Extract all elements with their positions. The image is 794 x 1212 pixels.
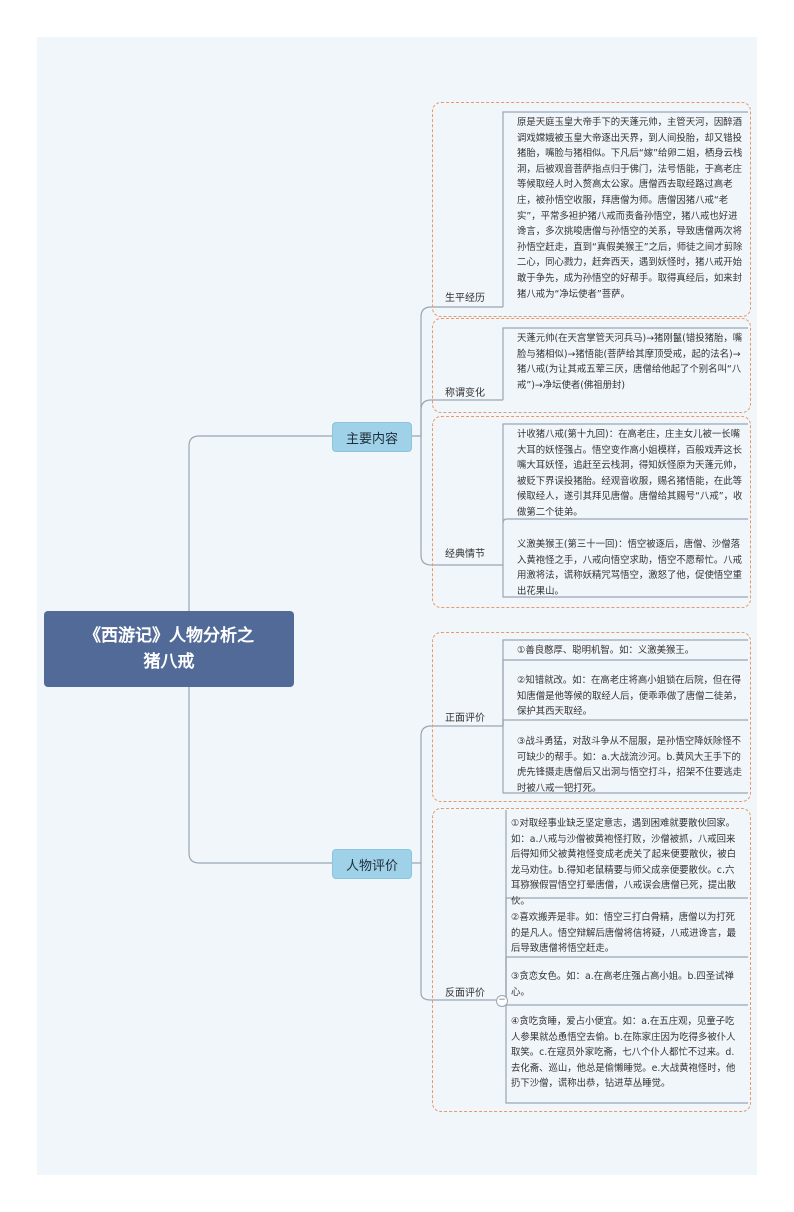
text-positive-2: ②知错就改。如：在高老庄将高小姐锁在后院，但在得知唐僧是他等候的取经人后，便乖乖…	[517, 675, 743, 718]
group-titles	[432, 318, 751, 413]
root-title-line1: 《西游记》人物分析之	[84, 626, 254, 646]
node-plot[interactable]: 经典情节	[445, 549, 485, 560]
group-positive	[432, 632, 751, 802]
branch-main-content[interactable]: 主要内容	[332, 422, 412, 452]
text-negative-4: ④贪吃贪睡，爱占小便宜。如：a.在五庄观，见童子吃人参果就怂恿悟空去偷。b.在陈…	[511, 1016, 736, 1090]
collapse-toggle[interactable]: −	[496, 995, 508, 1007]
node-negative[interactable]: 反面评价	[445, 988, 485, 999]
text-life: 原是天庭玉皇大帝手下的天蓬元帅，主管天河，因醉酒调戏嫦娥被玉皇大帝逐出天界，到人…	[517, 117, 743, 300]
text-plot-2: 义激美猴王(第三十一回)：悟空被逐后，唐僧、沙僧落入黄袍怪之手，八戒向悟空求助，…	[517, 539, 743, 597]
branch-label: 人物评价	[345, 858, 398, 874]
text-titles: 天蓬元帅(在天宫掌管天河兵马)→猪刚鬣(错投猪胎，嘴脸与猪相似)→猪悟能(菩萨给…	[517, 333, 743, 391]
root-node[interactable]: 《西游记》人物分析之 猪八戒	[44, 611, 294, 687]
node-positive[interactable]: 正面评价	[445, 713, 485, 724]
root-title-line2: 猪八戒	[143, 652, 195, 672]
text-negative-1: ①对取经事业缺乏坚定意志，遇到困难就要散伙回家。如：a.八戒与沙僧被黄袍怪打败，…	[511, 818, 737, 907]
branch-evaluation[interactable]: 人物评价	[332, 849, 412, 879]
node-life[interactable]: 生平经历	[445, 293, 485, 304]
group-life	[432, 102, 751, 317]
group-plot	[432, 416, 751, 608]
text-positive-1: ①善良憨厚、聪明机智。如：义激美猴王。	[517, 645, 695, 656]
group-negative	[432, 808, 751, 1112]
node-titles[interactable]: 称谓变化	[445, 388, 485, 399]
branch-label: 主要内容	[345, 431, 398, 447]
text-positive-3: ③战斗勇猛，对敌斗争从不屈服，是孙悟空降妖除怪不可缺少的帮手。如：a.大战流沙河…	[517, 736, 743, 794]
text-negative-2: ②喜欢搬弄是非。如：悟空三打白骨精，唐僧以为打死的是凡人。悟空辩解后唐僧将信将疑…	[511, 912, 737, 955]
text-plot-1: 计收猪八戒(第十九回)：在高老庄，庄主女儿被一长嘴大耳的妖怪强占。悟空变作高小姐…	[517, 429, 743, 518]
text-negative-3: ③贪恋女色。如：a.在高老庄强占高小姐。b.四圣试禅心。	[511, 971, 734, 998]
